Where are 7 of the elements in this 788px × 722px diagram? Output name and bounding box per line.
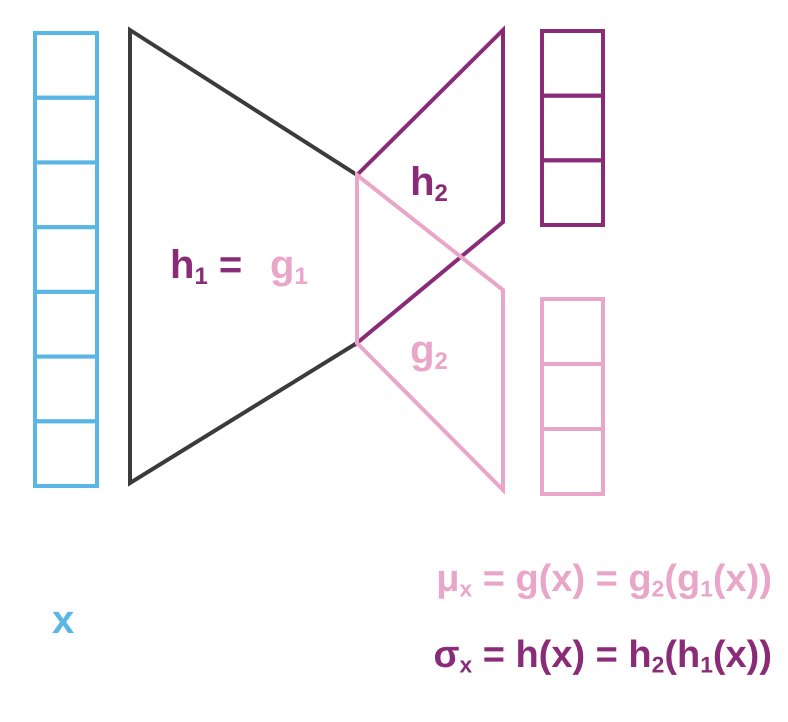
layer-label: g$_{2}$ <box>410 330 448 374</box>
input-label: x <box>52 600 74 640</box>
layer-label: h$_{1}$ = <box>170 245 242 289</box>
layer-label: g$_{1}$ <box>270 245 308 289</box>
layer-label: h$_{2}$ <box>410 162 448 206</box>
formula-text: σ$_{x}$ = h(x) = h$_{2}$(h$_{1}$(x)) <box>433 636 772 676</box>
formula-text: μ$_{x}$ = g(x) = g$_{2}$(g$_{1}$(x)) <box>436 560 772 600</box>
